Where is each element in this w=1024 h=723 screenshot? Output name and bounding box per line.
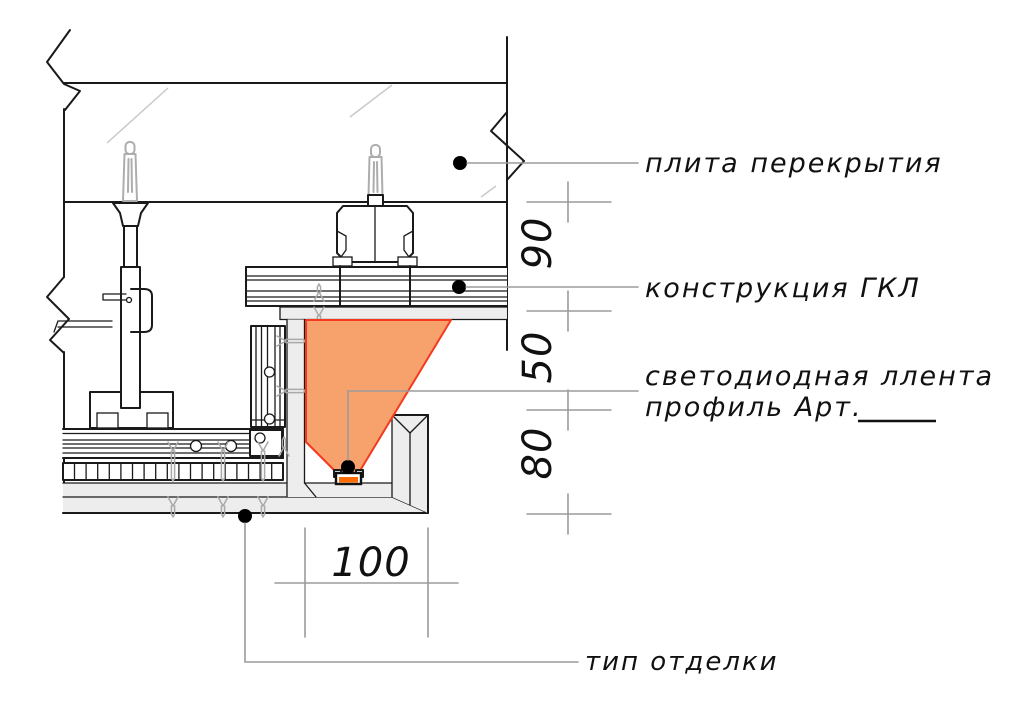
board-layer-lower — [62, 482, 300, 498]
finish-leader-dot — [238, 509, 252, 523]
anchor-pin-left — [122, 141, 138, 202]
led-leader-dot — [341, 460, 355, 474]
edge-tab — [53, 320, 113, 333]
nonius-hanger — [53, 202, 174, 429]
light-cone — [305, 319, 452, 475]
dim-50: 50 — [515, 331, 561, 384]
label-led-strip: светодиодная ллента — [645, 361, 994, 392]
label-slab: плита перекрытия — [645, 148, 943, 179]
dim-80: 80 — [515, 427, 561, 480]
screws — [167, 283, 325, 518]
anchor-pin-right — [367, 144, 384, 197]
gkl-leader-dot — [452, 280, 466, 294]
niche-wall-right — [391, 414, 429, 514]
dim-100: 100 — [331, 540, 410, 586]
direct-hanger-bracket — [332, 194, 418, 308]
connector-box — [249, 429, 283, 457]
hanger-clip — [130, 288, 153, 333]
led-profile — [333, 469, 364, 486]
ceiling-profile-lower — [62, 428, 284, 459]
dimension-marks — [274, 181, 612, 638]
dim-90: 90 — [515, 217, 561, 270]
gypsum-board-vertical — [286, 318, 317, 498]
label-gkl: конструкция ГКЛ — [645, 273, 921, 304]
gypsum-board-upper — [279, 306, 508, 321]
leaders — [238, 156, 639, 663]
slab-leader-dot — [453, 156, 467, 170]
furring-cells — [62, 462, 284, 481]
slab-hatch — [106, 84, 497, 198]
wall-profile-strip — [250, 325, 286, 428]
hanger-rod — [120, 266, 141, 409]
led-strip-core — [339, 477, 358, 483]
hanger-funnel — [112, 202, 149, 227]
label-finish-type: тип отделки — [585, 647, 779, 677]
label-led-profile: профиль Арт. — [645, 392, 863, 423]
